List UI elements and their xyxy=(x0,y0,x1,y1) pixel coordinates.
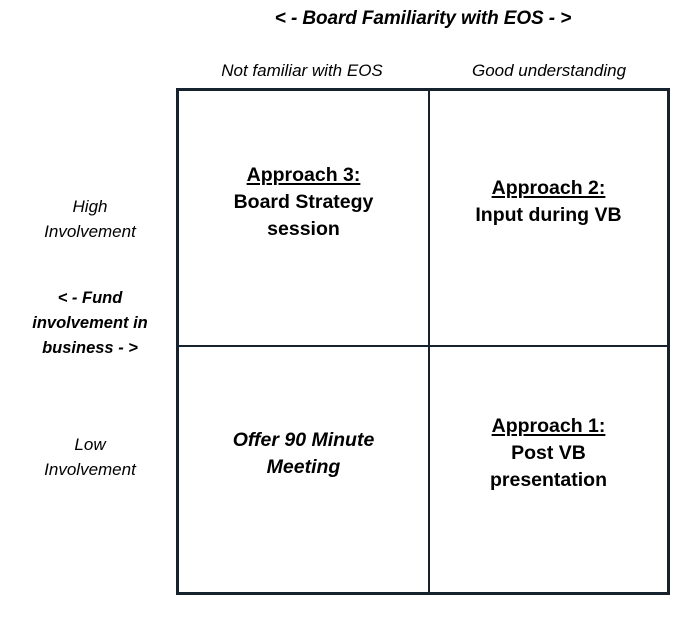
quadrant-body-line2: Meeting xyxy=(266,455,341,478)
row-label-high-line1: High xyxy=(72,197,108,216)
quadrant-cell-high-not-familiar[interactable]: Approach 3: Board Strategy session xyxy=(179,91,428,345)
top-axis-title: < - Board Familiarity with EOS - > xyxy=(274,8,572,29)
column-header-good-understanding: Good understanding xyxy=(471,61,627,80)
quadrant-cell-text: Approach 2: Input during VB xyxy=(475,175,621,229)
row-label-low-line1: Low xyxy=(74,435,106,454)
row-label-low-line2: Involvement xyxy=(44,460,136,479)
quadrant-body-line1: Input during VB xyxy=(475,204,622,226)
left-axis-title-line3: business - > xyxy=(42,339,138,357)
quadrant-body-line2: session xyxy=(267,217,340,240)
quadrant-heading: Approach 2: xyxy=(491,177,606,199)
quadrant-body-line1: Offer 90 Minute xyxy=(232,428,375,451)
quadrant-cell-text: Approach 3: Board Strategy session xyxy=(234,162,374,243)
quadrant-body-line1: Post VB xyxy=(511,442,586,464)
column-header-not-familiar: Not familiar with EOS xyxy=(221,61,383,80)
quadrant-heading: Approach 1: xyxy=(491,415,606,437)
quadrant-cell-text: Offer 90 Minute Meeting xyxy=(233,427,375,481)
quadrant-cell-low-not-familiar[interactable]: Offer 90 Minute Meeting xyxy=(179,345,428,592)
left-axis-title: < - Fund involvement in business - > xyxy=(14,286,166,361)
quadrant-body-line1: Board Strategy xyxy=(233,190,374,213)
quadrant-cell-low-good-understanding[interactable]: Approach 1: Post VB presentation xyxy=(428,345,667,592)
quadrant-cell-text: Approach 1: Post VB presentation xyxy=(490,413,607,494)
quadrant-matrix: Approach 3: Board Strategy session Appro… xyxy=(176,88,670,595)
quadrant-cell-high-good-understanding[interactable]: Approach 2: Input during VB xyxy=(428,91,667,345)
quadrant-heading: Approach 3: xyxy=(246,163,361,186)
left-axis-title-line2: involvement in xyxy=(32,314,148,332)
left-axis-title-line1: < - Fund xyxy=(57,289,123,307)
row-label-high-involvement: High Involvement xyxy=(14,194,166,244)
row-label-high-line2: Involvement xyxy=(44,222,136,241)
row-label-low-involvement: Low Involvement xyxy=(14,432,166,482)
quadrant-body-line2: presentation xyxy=(489,469,608,491)
